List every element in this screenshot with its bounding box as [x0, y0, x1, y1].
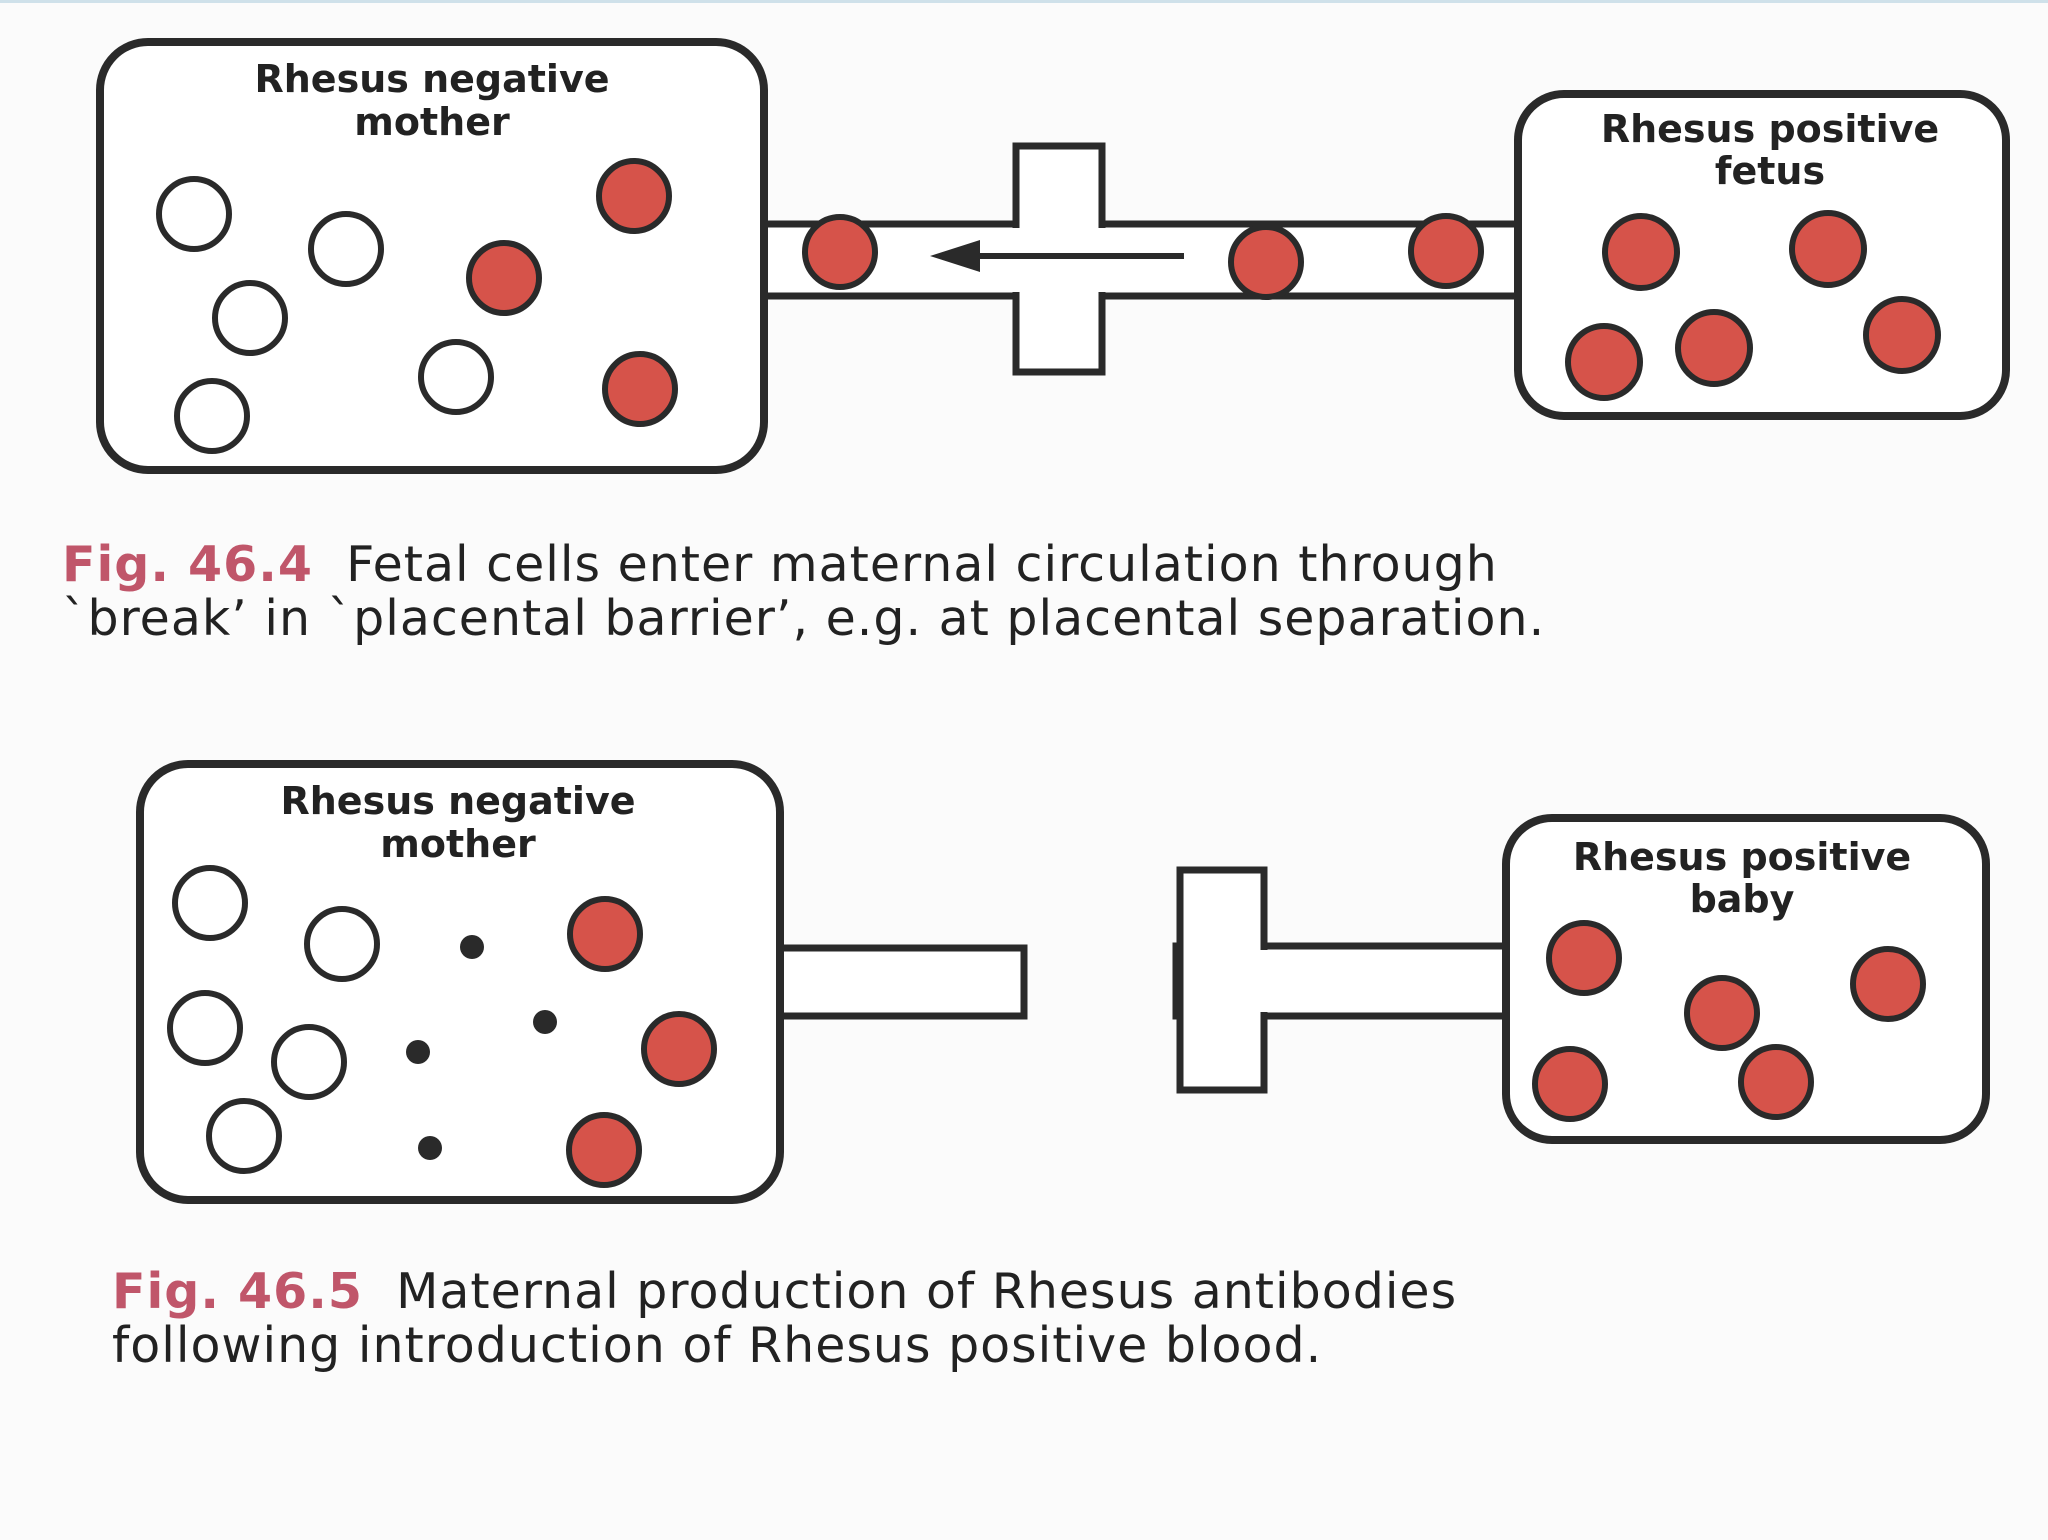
maternal-cell	[156, 176, 232, 252]
top-rule	[0, 0, 2048, 3]
figure-number: Fig. 46.4	[62, 536, 313, 593]
figure-46-4: Rhesus negative mother Rhesus positive f…	[96, 38, 2010, 474]
mother2-label-line1: Rhesus negative	[280, 779, 635, 823]
mother2-label-line2: mother	[380, 822, 536, 866]
baby-label-line2: baby	[1690, 877, 1795, 921]
fetal-cell	[602, 351, 678, 427]
fetal-cell	[567, 896, 643, 972]
fetal-cell	[1675, 309, 1753, 387]
fetal-cell	[596, 158, 672, 234]
maternal-cell	[174, 378, 250, 454]
flow-arrow-head	[930, 240, 980, 272]
baby-t-overlap-fill	[1184, 950, 1268, 1012]
fetal-cell	[566, 1112, 642, 1188]
baby-cell	[1738, 1044, 1814, 1120]
caption-line-1: Fig. 46.5 Maternal production of Rhesus …	[112, 1265, 1457, 1319]
antibody-dot	[460, 935, 484, 959]
fetal-cell-in-channel	[1408, 213, 1484, 289]
fetal-cell-in-channel	[802, 214, 878, 290]
mother-label-line2: mother	[354, 100, 510, 144]
cross-overlap-fill	[1020, 228, 1098, 292]
antibody-dot	[418, 1136, 442, 1160]
figure-number: Fig. 46.5	[112, 1263, 363, 1320]
baby-cell	[1850, 946, 1926, 1022]
maternal-cell	[304, 906, 380, 982]
fetus-label-line1: Rhesus positive	[1601, 107, 1939, 151]
mother-stub	[772, 944, 1028, 1020]
fetal-cell	[1565, 323, 1643, 401]
baby-cell	[1532, 1046, 1608, 1122]
maternal-cell	[308, 211, 384, 287]
fetal-cell	[1602, 213, 1680, 291]
fetal-cell	[1789, 210, 1867, 288]
caption-fig-46-5: Fig. 46.5 Maternal production of Rhesus …	[112, 1265, 1457, 1373]
caption-line-1: Fig. 46.4 Fetal cells enter maternal cir…	[62, 538, 1545, 592]
baby-box	[1502, 814, 1990, 1144]
mother-box	[96, 38, 768, 474]
maternal-cell	[212, 280, 288, 356]
antibody-dot	[533, 1010, 557, 1034]
caption-fig-46-4: Fig. 46.4 Fetal cells enter maternal cir…	[62, 538, 1545, 646]
maternal-cell	[172, 865, 248, 941]
caption-line-2: `break’ in `placental barrier’, e.g. at …	[62, 590, 1546, 647]
maternal-cell	[271, 1024, 347, 1100]
maternal-cell	[167, 990, 243, 1066]
caption-line-2: following introduction of Rhesus positiv…	[112, 1317, 1323, 1374]
channel-left-fill	[764, 228, 1020, 292]
baby-cell	[1546, 920, 1622, 996]
caption-text: Maternal production of Rhesus antibodies	[396, 1263, 1458, 1320]
antibody-dot	[406, 1040, 430, 1064]
fetal-cell	[1863, 296, 1941, 374]
fetus-label-line2: fetus	[1715, 149, 1825, 193]
baby-label-line1: Rhesus positive	[1573, 835, 1911, 879]
caption-text: Fetal cells enter maternal circulation t…	[346, 536, 1498, 593]
maternal-cell	[206, 1098, 282, 1174]
fetal-cell	[641, 1011, 717, 1087]
fetal-cell-in-channel	[1228, 224, 1304, 300]
maternal-cell	[418, 339, 494, 415]
mother-label-line1: Rhesus negative	[254, 57, 609, 101]
fetal-cell	[466, 240, 542, 316]
baby-cell	[1684, 975, 1760, 1051]
figure-46-5: Rhesus negative mother Rhesus positive b…	[136, 760, 1990, 1204]
